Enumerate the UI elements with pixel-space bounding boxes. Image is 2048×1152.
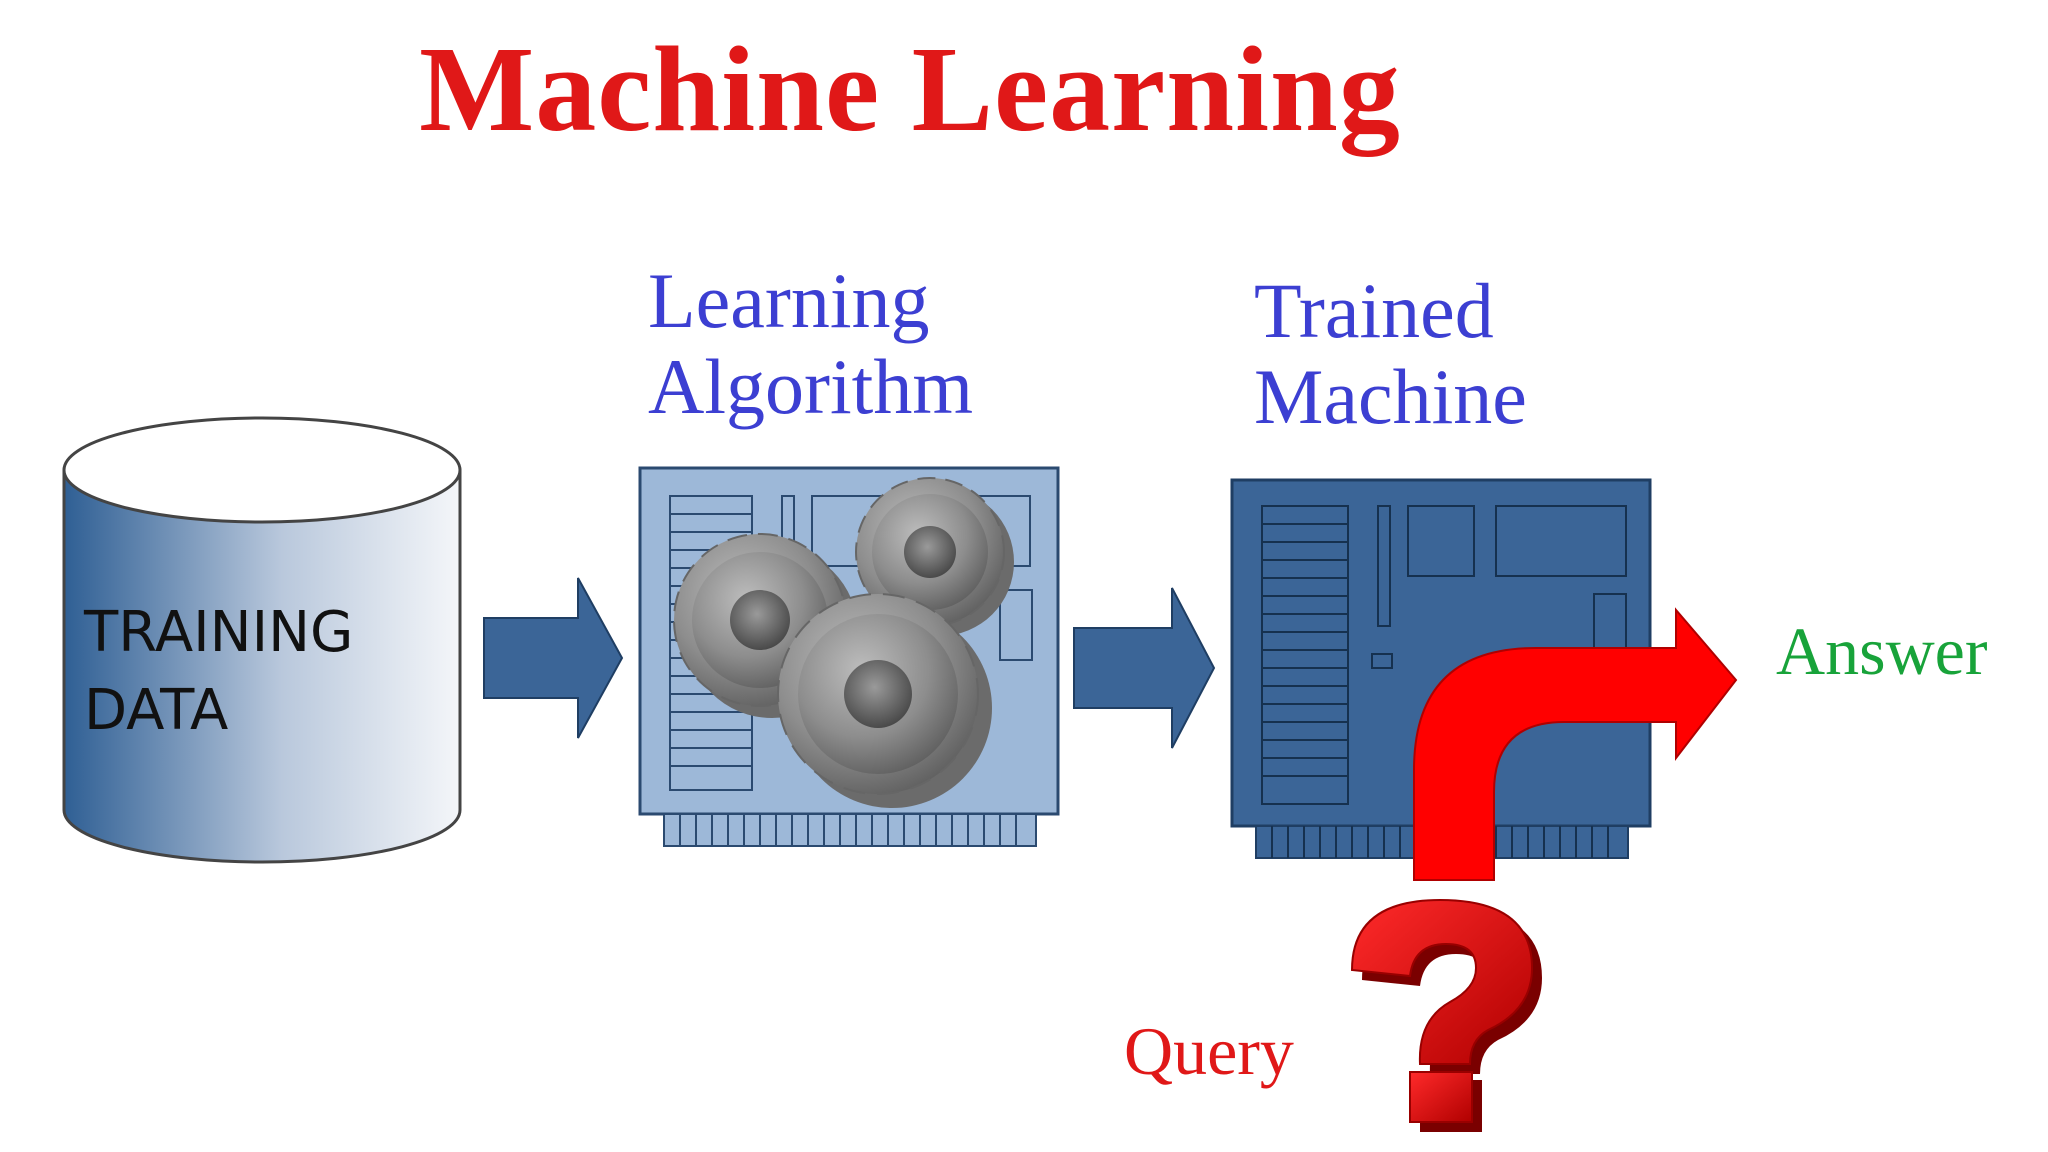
database-cylinder-icon <box>62 416 462 864</box>
flow-arrow-2 <box>1073 587 1216 749</box>
training-data-line-2: DATA <box>84 678 229 743</box>
trained-machine-line-1: Trained <box>1254 267 1494 354</box>
gears-icon <box>673 477 1014 808</box>
question-mark-icon <box>1350 898 1542 1132</box>
trained-machine-line-2: Machine <box>1254 353 1527 440</box>
learning-algorithm-label: Learning Algorithm <box>648 258 973 430</box>
training-data-label: TRAINING DATA <box>84 594 353 750</box>
flow-arrow-1 <box>483 577 624 739</box>
answer-label: Answer <box>1776 613 1988 689</box>
learning-algorithm-line-1: Learning <box>648 257 930 344</box>
query-label: Query <box>1124 1013 1294 1089</box>
trained-machine-label: Trained Machine <box>1254 268 1527 440</box>
training-data-line-1: TRAINING <box>84 600 354 665</box>
learning-algorithm-line-2: Algorithm <box>648 343 973 430</box>
curved-arrow-icon <box>1413 607 1738 881</box>
page-title: Machine Learning <box>419 22 1401 157</box>
